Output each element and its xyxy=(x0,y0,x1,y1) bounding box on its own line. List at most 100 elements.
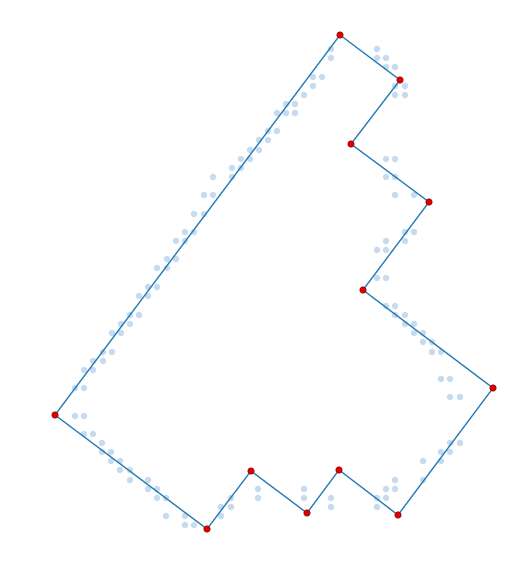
sample-point xyxy=(228,164,236,172)
sample-point xyxy=(200,210,208,218)
sample-point xyxy=(80,366,88,374)
sample-point xyxy=(89,430,97,438)
sample-point xyxy=(391,476,399,484)
sample-point xyxy=(273,109,281,117)
sample-point xyxy=(309,82,317,90)
sample-point xyxy=(227,503,235,511)
sample-point xyxy=(382,173,390,181)
sample-point xyxy=(446,448,454,456)
sample-point xyxy=(446,393,454,401)
sample-point xyxy=(410,329,418,337)
sample-point xyxy=(401,237,409,245)
sample-point xyxy=(108,329,116,337)
sample-point xyxy=(108,348,116,356)
sample-point xyxy=(391,63,399,71)
sample-point xyxy=(327,54,335,62)
sample-point xyxy=(172,255,180,263)
sample-point xyxy=(446,439,454,447)
sample-point xyxy=(391,91,399,99)
sample-point xyxy=(291,100,299,108)
sample-point xyxy=(246,146,254,154)
hull-vertex xyxy=(303,509,311,517)
sample-point xyxy=(80,412,88,420)
sample-point xyxy=(401,82,409,90)
sample-point xyxy=(264,136,272,144)
sample-point xyxy=(135,311,143,319)
sample-point xyxy=(373,45,381,53)
sample-point xyxy=(116,466,124,474)
sample-point xyxy=(163,264,171,272)
sample-points-group xyxy=(71,45,464,529)
hull-vertex xyxy=(425,198,433,206)
sample-point xyxy=(300,494,308,502)
sample-point xyxy=(382,237,390,245)
hull-vertex xyxy=(247,467,255,475)
sample-point xyxy=(107,448,115,456)
sample-point xyxy=(291,109,299,117)
sample-point xyxy=(89,366,97,374)
sample-point xyxy=(254,485,262,493)
sample-point xyxy=(181,228,189,236)
sample-point xyxy=(254,494,262,502)
sample-point xyxy=(391,485,399,493)
sample-point xyxy=(190,228,198,236)
hull-vertex xyxy=(359,286,367,294)
sample-point xyxy=(318,73,326,81)
hull-vertex xyxy=(347,140,355,148)
sample-point xyxy=(410,320,418,328)
sample-point xyxy=(135,292,143,300)
hull-vertex xyxy=(394,511,402,519)
sample-point xyxy=(172,237,180,245)
sample-point xyxy=(181,521,189,529)
sample-point xyxy=(190,210,198,218)
hull-vertex xyxy=(489,384,497,392)
sample-point xyxy=(107,457,115,465)
sample-point xyxy=(99,357,107,365)
sample-point xyxy=(382,274,390,282)
sample-point xyxy=(98,439,106,447)
sample-point xyxy=(162,512,170,520)
sample-point xyxy=(300,485,308,493)
sample-point xyxy=(153,494,161,502)
sample-point xyxy=(437,375,445,383)
sample-point xyxy=(153,283,161,291)
sample-point xyxy=(217,512,225,520)
sample-point xyxy=(282,109,290,117)
sample-point xyxy=(401,311,409,319)
sample-point xyxy=(419,338,427,346)
sample-point xyxy=(373,503,381,511)
sample-point xyxy=(327,494,335,502)
sample-point xyxy=(391,302,399,310)
sample-point xyxy=(98,448,106,456)
sample-point xyxy=(382,246,390,254)
sample-point xyxy=(373,54,381,62)
sample-point xyxy=(456,439,464,447)
sample-point xyxy=(228,173,236,181)
hull-vertex xyxy=(336,31,344,39)
sample-point xyxy=(382,302,390,310)
sample-point xyxy=(382,54,390,62)
sample-point xyxy=(300,91,308,99)
sample-point xyxy=(419,457,427,465)
sample-point xyxy=(237,155,245,163)
sample-point xyxy=(391,155,399,163)
sample-point xyxy=(327,45,335,53)
sample-point xyxy=(373,274,381,282)
sample-point xyxy=(456,393,464,401)
sample-point xyxy=(410,228,418,236)
sample-point xyxy=(80,384,88,392)
sample-point xyxy=(163,255,171,263)
hull-vertices-group xyxy=(51,31,497,533)
sample-point xyxy=(401,91,409,99)
sample-point xyxy=(117,329,125,337)
sample-point xyxy=(71,412,79,420)
sample-point xyxy=(144,476,152,484)
sample-point xyxy=(209,191,217,199)
hull-vertex xyxy=(203,525,211,533)
sample-point xyxy=(428,348,436,356)
sample-point xyxy=(391,191,399,199)
sample-point xyxy=(144,485,152,493)
sample-point xyxy=(126,320,134,328)
